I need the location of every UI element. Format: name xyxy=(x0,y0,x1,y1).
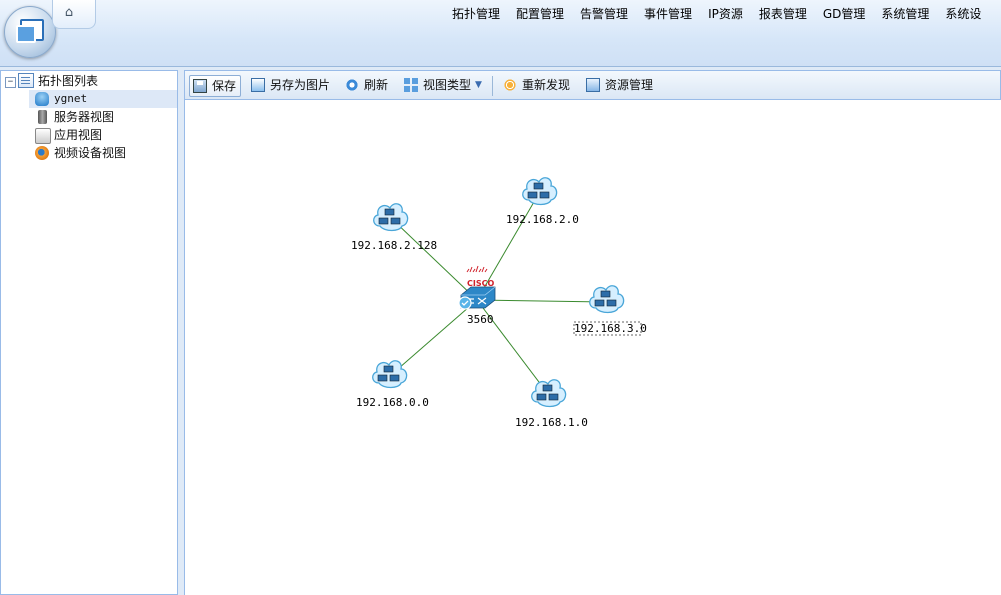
discover-icon xyxy=(503,78,517,92)
home-tab[interactable] xyxy=(52,0,96,29)
subnet-node-192-168-3-0[interactable]: 192.168.3.0 xyxy=(573,285,647,336)
tree-item-label: ygnet xyxy=(54,92,88,105)
cisco-logo-icon xyxy=(466,265,488,273)
subnet-node-192-168-0-0[interactable]: 192.168.0.0 xyxy=(356,360,429,409)
topology-tree-panel: − 拓扑图列表 ygnet 服务器视图 应用视图 视频设备视图 xyxy=(0,70,178,595)
link-to-192-168-2-0 xyxy=(476,194,539,301)
link-layer xyxy=(390,194,606,395)
link-to-192-168-1-0 xyxy=(476,299,549,395)
link-to-192-168-3-0 xyxy=(476,299,606,303)
panel-splitter[interactable] xyxy=(178,70,184,595)
server-icon xyxy=(38,110,47,124)
svg-text:192.168.2.128: 192.168.2.128 xyxy=(351,239,437,252)
check-status-icon xyxy=(458,296,472,310)
nav-gd[interactable]: GD管理 xyxy=(822,7,866,21)
subnet-node-192-168-1-0[interactable]: 192.168.1.0 xyxy=(515,379,588,429)
svg-text:CISCO: CISCO xyxy=(467,279,494,288)
nav-system-settings[interactable]: 系统设 xyxy=(945,7,982,21)
subnet-cloud-icon xyxy=(531,379,567,408)
nav-event[interactable]: 事件管理 xyxy=(644,7,693,21)
tree-item-label: 应用视图 xyxy=(54,128,103,142)
refresh-icon xyxy=(345,78,359,92)
subnet-node-192-168-2-128[interactable]: 192.168.2.128 xyxy=(351,203,437,252)
tree-item-video-view[interactable]: 视频设备视图 xyxy=(29,144,177,162)
view-type-dropdown[interactable]: 视图类型 ▼ xyxy=(401,75,487,95)
subnet-cloud-icon xyxy=(522,177,558,206)
svg-text:192.168.0.0: 192.168.0.0 xyxy=(356,396,429,409)
subnet-cloud-icon xyxy=(372,360,408,389)
nav-config[interactable]: 配置管理 xyxy=(516,7,565,21)
tree-item-label: 视频设备视图 xyxy=(54,146,127,160)
subnet-cloud-icon xyxy=(373,203,409,232)
tree-item-server-view[interactable]: 服务器视图 xyxy=(29,108,177,126)
image-icon xyxy=(251,78,265,92)
tree-collapse-toggle[interactable]: − xyxy=(5,77,16,88)
subnet-node-192-168-2-0[interactable]: 192.168.2.0 xyxy=(506,177,579,226)
app-header: ⌂ 拓扑管理 配置管理 告警管理 事件管理 IP资源 报表管理 GD管理 系统管理 系统设 xyxy=(0,0,1001,67)
topology-canvas[interactable]: 192.168.2.128 192.168.2.0 192.168.3.0 19… xyxy=(184,100,1001,595)
resource-icon xyxy=(586,78,600,92)
rediscover-button[interactable]: 重新发现 xyxy=(500,75,576,95)
tree-item-label: 服务器视图 xyxy=(54,110,115,124)
save-button[interactable]: 保存 xyxy=(189,75,241,97)
topology-toolbar: 保存 另存为图片 刷新 视图类型 ▼ 重新发现 资源管理 xyxy=(184,70,1001,100)
video-device-icon xyxy=(35,146,49,160)
nav-alarm[interactable]: 告警管理 xyxy=(580,7,629,21)
save-as-image-button[interactable]: 另存为图片 xyxy=(248,75,332,95)
toolbar-divider xyxy=(492,76,493,96)
tree-root-label[interactable]: 拓扑图列表 xyxy=(38,74,99,88)
switch-node-3560[interactable]: CISCO 3560 xyxy=(458,265,496,326)
list-icon xyxy=(18,73,34,88)
refresh-button[interactable]: 刷新 xyxy=(342,75,392,95)
tree-item-app-view[interactable]: 应用视图 xyxy=(29,126,177,144)
top-navigation: 拓扑管理 配置管理 告警管理 事件管理 IP资源 报表管理 GD管理 系统管理 系统设 xyxy=(444,4,989,24)
topology-diagram: 192.168.2.128 192.168.2.0 192.168.3.0 19… xyxy=(351,177,647,429)
save-icon xyxy=(193,79,207,93)
svg-text:192.168.3.0: 192.168.3.0 xyxy=(574,322,647,335)
home-icon[interactable]: ⌂ xyxy=(64,5,74,20)
chevron-down-icon: ▼ xyxy=(475,80,482,90)
resource-management-button[interactable]: 资源管理 xyxy=(583,75,659,95)
app-logo[interactable] xyxy=(4,6,56,58)
application-icon xyxy=(35,128,51,144)
nav-report[interactable]: 报表管理 xyxy=(758,7,807,21)
view-grid-icon xyxy=(404,78,418,92)
svg-text:192.168.1.0: 192.168.1.0 xyxy=(515,416,588,429)
subnet-cloud-icon xyxy=(589,285,625,314)
nav-topology[interactable]: 拓扑管理 xyxy=(452,7,501,21)
database-icon xyxy=(35,92,49,106)
link-to-192-168-2-128 xyxy=(391,218,478,301)
link-to-192-168-0-0 xyxy=(390,299,478,376)
svg-text:192.168.2.0: 192.168.2.0 xyxy=(506,213,579,226)
nav-system[interactable]: 系统管理 xyxy=(881,7,930,21)
svg-text:3560: 3560 xyxy=(467,313,494,326)
tree-item-ygnet[interactable]: ygnet xyxy=(29,90,177,108)
nav-ip-resource[interactable]: IP资源 xyxy=(708,7,743,21)
selection-box xyxy=(573,321,642,336)
